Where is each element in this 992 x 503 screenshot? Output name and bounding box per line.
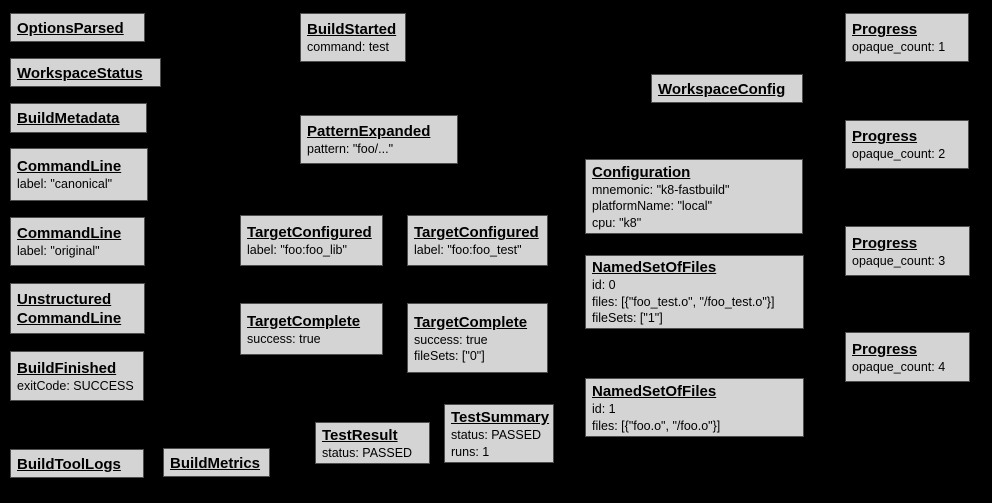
node-title: NamedSetOfFiles	[592, 259, 717, 277]
node-title: TargetComplete	[414, 313, 528, 331]
diagram-node-build-metrics: BuildMetrics	[163, 448, 270, 477]
node-title: TargetComplete	[247, 312, 361, 330]
node-title: BuildStarted	[307, 21, 397, 39]
diagram-node-workspace-config: WorkspaceConfig	[651, 74, 803, 103]
node-field: status: PASSED	[451, 428, 542, 442]
diagram-node-workspace-status: WorkspaceStatus	[10, 58, 161, 87]
node-field: success: true	[247, 331, 321, 346]
node-title: BuildMetadata	[17, 110, 120, 127]
node-field: runs: 1	[451, 444, 490, 459]
node-field: opaque_count: 1	[852, 40, 946, 55]
node-title: CommandLine	[17, 158, 122, 176]
node-title: OptionsParsed	[17, 19, 124, 37]
node-field: label: "original"	[17, 244, 100, 259]
node-title: Configuration	[592, 163, 691, 181]
node-title: Progress	[852, 340, 918, 358]
node-title: NamedSetOfFiles	[592, 383, 717, 400]
node-field: exitCode: SUCCESS	[17, 378, 134, 393]
node-field: id: 0	[592, 278, 616, 293]
node-title: CommandLine	[17, 310, 122, 327]
node-field: pattern: "foo/..."	[307, 142, 394, 157]
node-field: opaque_count: 3	[852, 253, 946, 268]
node-title: Progress	[852, 128, 918, 146]
node-title: BuildToolLogs	[17, 455, 121, 473]
node-title: Progress	[852, 21, 918, 39]
node-title: CommandLine	[17, 225, 122, 243]
node-field: files: [{"foo.o", "/foo.o"}]	[592, 418, 721, 433]
node-field: success: true	[414, 332, 488, 347]
node-title: TestSummary	[451, 409, 550, 426]
diagram-node-named-set-of-files-1: NamedSetOfFiles id: 1 files: [{"foo.o", "/…	[585, 378, 804, 437]
node-field: label: "canonical"	[17, 177, 113, 192]
node-field: platformName: "local"	[592, 199, 713, 214]
node-title: Progress	[852, 234, 918, 252]
node-field: id: 1	[592, 402, 616, 416]
node-field: fileSets: ["0"]	[414, 349, 485, 363]
diagram-node-build-metadata: BuildMetadata	[10, 103, 147, 133]
node-title: BuildFinished	[17, 359, 117, 377]
node-field: label: "foo:foo_test"	[414, 243, 522, 258]
node-title: TargetConfigured	[414, 224, 539, 242]
node-field: cpu: "k8"	[592, 215, 642, 230]
node-title: PatternExpanded	[307, 123, 431, 141]
node-field: status: PASSED	[322, 445, 413, 460]
node-field: opaque_count: 2	[852, 147, 946, 162]
node-field: opaque_count: 4	[852, 359, 946, 374]
node-field: label: "foo:foo_lib"	[247, 243, 347, 258]
node-field: files: [{"foo_test.o", "/foo_test.o"}]	[592, 294, 775, 309]
node-title: WorkspaceConfig	[658, 80, 786, 98]
node-title: TestResult	[322, 426, 398, 444]
node-title: TargetConfigured	[247, 224, 372, 242]
node-field: mnemonic: "k8-fastbuild"	[592, 182, 730, 197]
node-title: BuildMetrics	[170, 454, 261, 472]
node-field: command: test	[307, 40, 389, 55]
node-title: Unstructured	[17, 291, 112, 308]
diagram-node-test-summary: TestSummary status: PASSED runs: 1	[444, 404, 554, 463]
node-title: WorkspaceStatus	[17, 64, 143, 82]
node-field: fileSets: ["1"]	[592, 311, 663, 326]
diagram-node-options-parsed: OptionsParsed	[10, 13, 145, 42]
diagram-node-build-tool-logs: BuildToolLogs	[10, 449, 144, 478]
